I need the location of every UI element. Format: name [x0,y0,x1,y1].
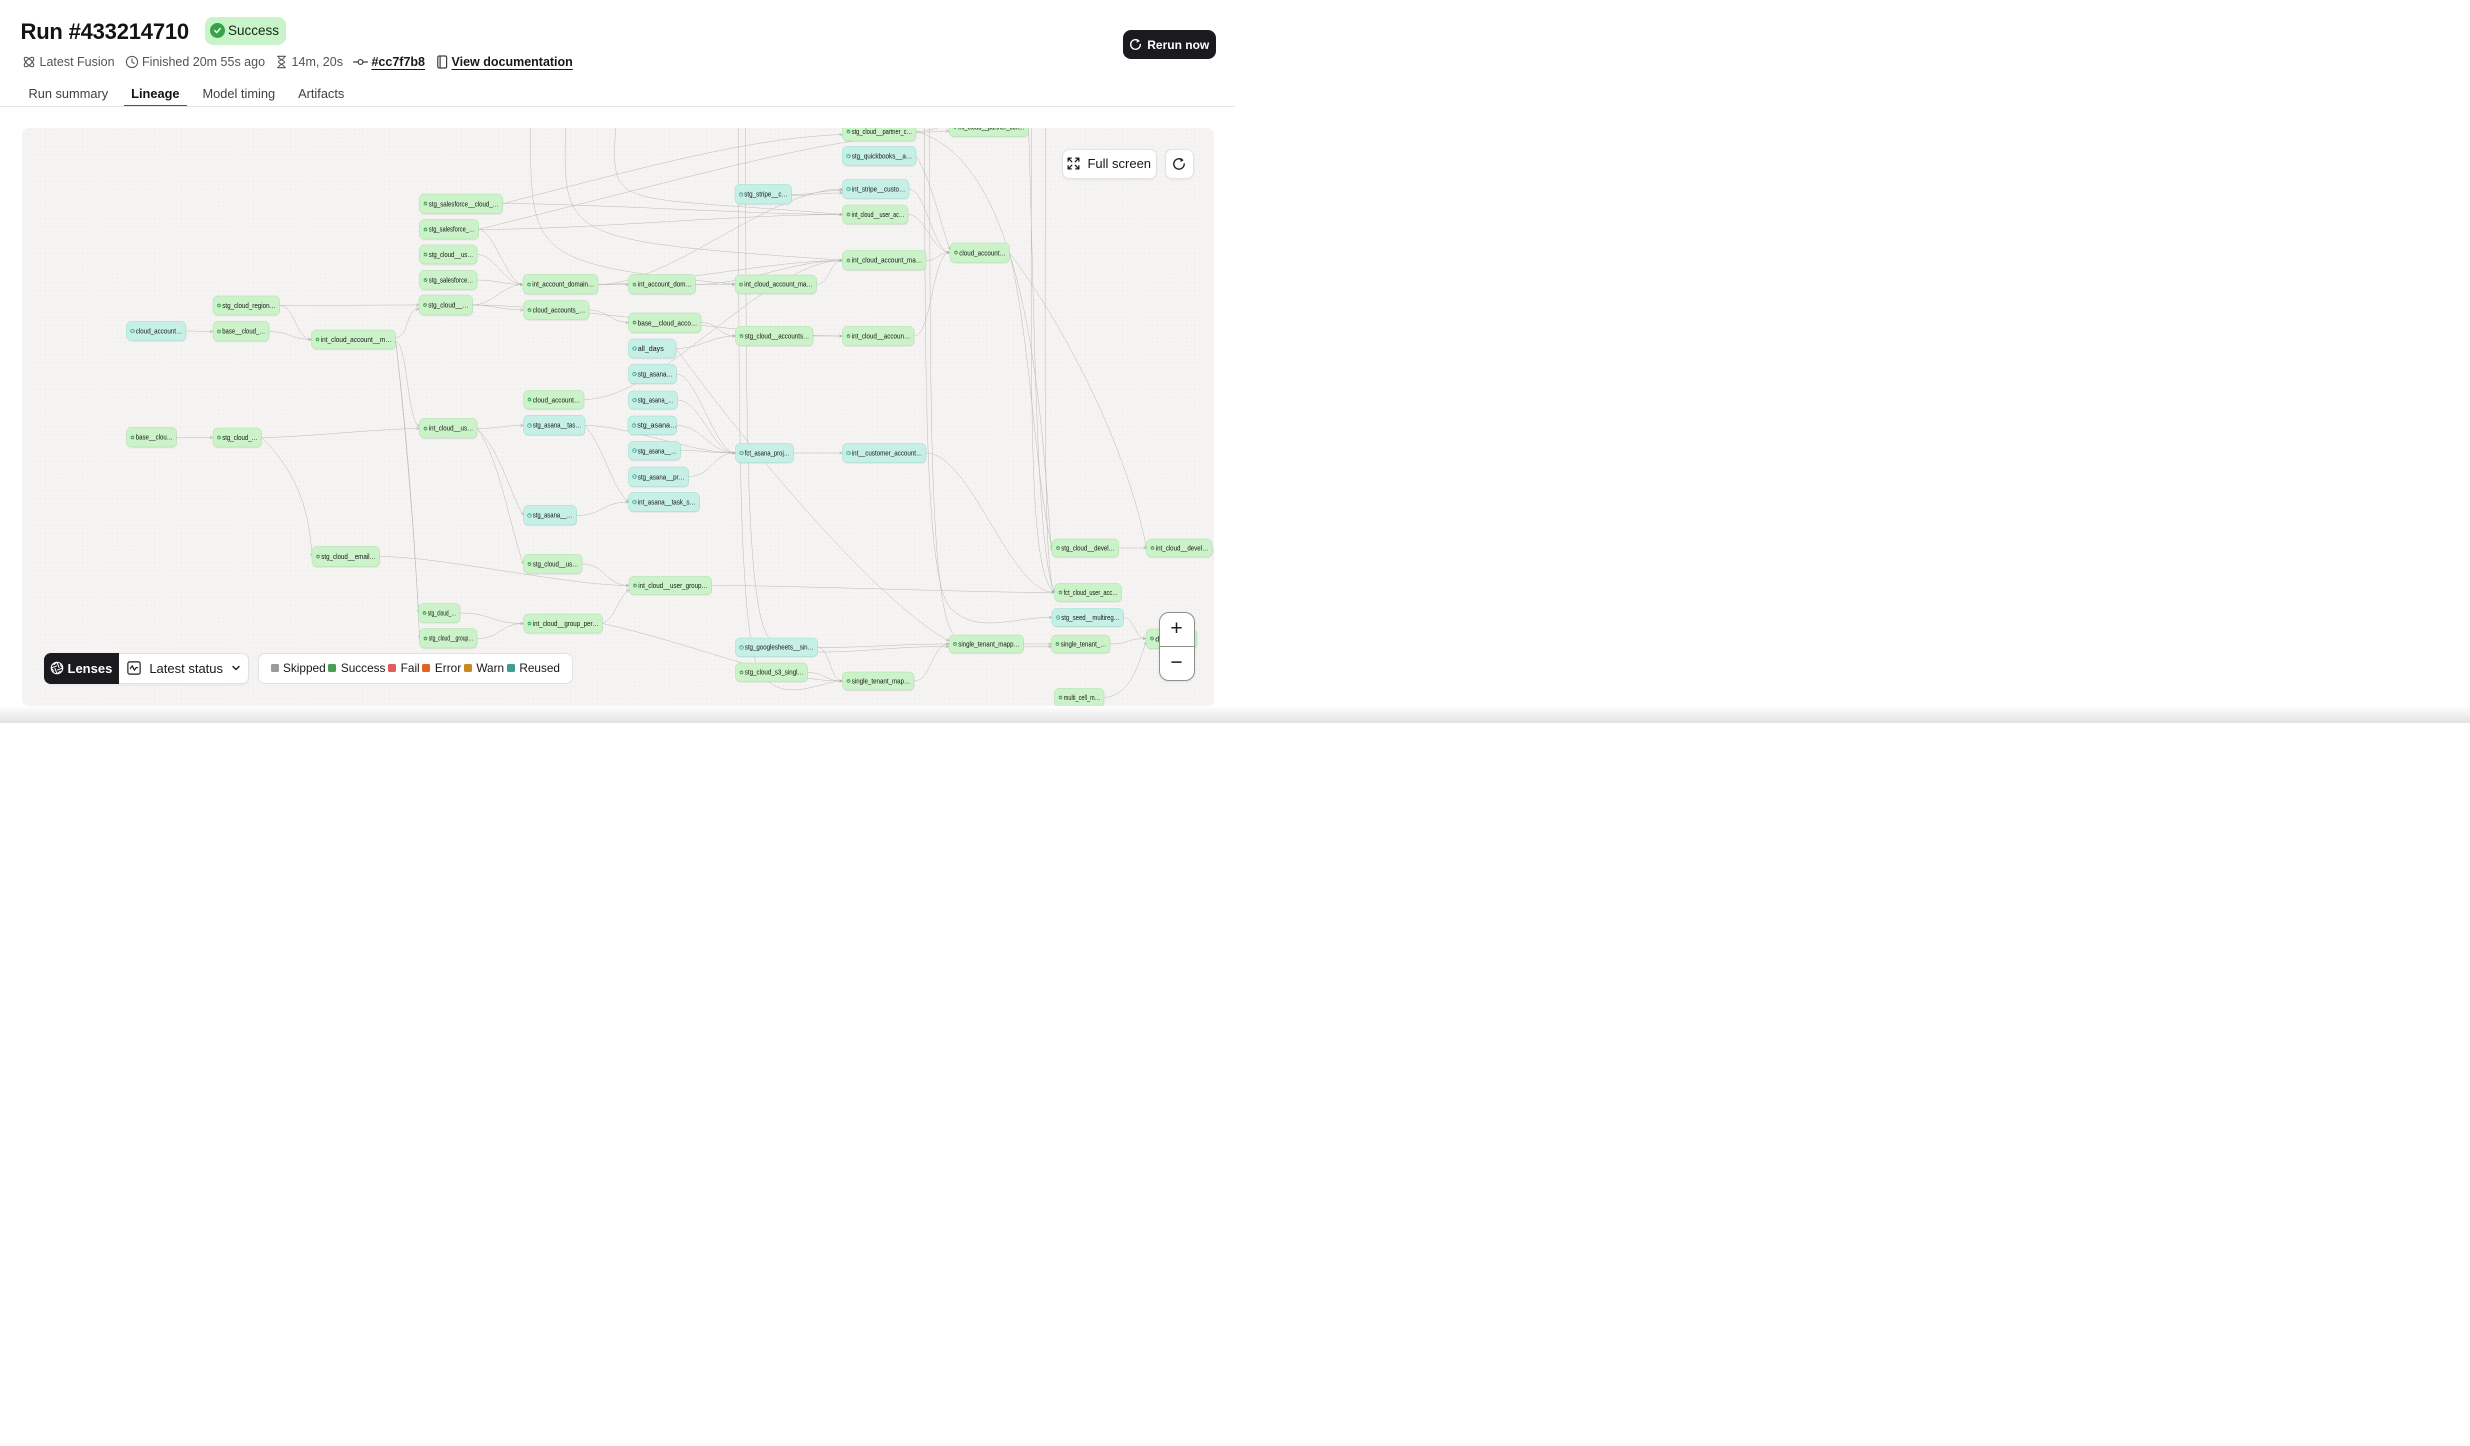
svg-text:single_tenant_mapp…: single_tenant_mapp… [958,640,1020,648]
svg-text:stg_cloud__group…: stg_cloud__group… [428,634,473,642]
svg-text:stg_asana_…: stg_asana_… [637,396,673,404]
svg-text:int_cloud_account_ma…: int_cloud_account_ma… [744,280,813,288]
svg-text:stg_salesforce__cloud_…: stg_salesforce__cloud_… [428,200,498,208]
svg-text:fct_asana_proj…: fct_asana_proj… [744,449,789,457]
svg-text:int_cloud__accoun…: int_cloud__accoun… [851,332,910,340]
svg-text:int_cloud_account_ma…: int_cloud_account_ma… [851,256,922,264]
svg-text:stg_asana…: stg_asana… [637,421,677,429]
svg-text:stg_cloud__partner_c…: stg_cloud__partner_c… [851,128,912,136]
svg-text:int_account_domain…: int_account_domain… [532,280,594,288]
svg-text:stg_cloud_…: stg_cloud_… [222,434,258,442]
svg-text:stg_cloud__email…: stg_cloud__email… [321,553,376,561]
svg-text:int_cloud__us…: int_cloud__us… [428,424,473,432]
svg-text:stg_cloud_s3_singl…: stg_cloud_s3_singl… [744,668,803,676]
svg-text:stg_asana__…: stg_asana__… [637,447,676,455]
svg-text:cloud_account…: cloud_account… [532,396,580,404]
svg-text:base__cloud_acco…: base__cloud_acco… [637,319,697,327]
svg-text:cloud_accounts_…: cloud_accounts_… [532,306,585,314]
svg-text:int_stripe__custo…: int_stripe__custo… [851,185,905,193]
svg-text:stg_asana__…: stg_asana__… [532,511,572,519]
svg-text:stg_salesforce…: stg_salesforce… [428,276,473,284]
svg-text:int_cloud__group_per…: int_cloud__group_per… [532,620,598,628]
svg-text:stg_stripe__c…: stg_stripe__c… [744,190,788,198]
svg-text:stg_salesforce_…: stg_salesforce_… [428,225,474,233]
svg-text:stg_cloud__us…: stg_cloud__us… [532,560,578,568]
svg-text:stg_cloud__accounts…: stg_cloud__accounts… [744,332,809,340]
svg-text:stg_asana__pr…: stg_asana__pr… [637,473,684,481]
svg-text:cloud_account…: cloud_account… [135,327,182,335]
svg-text:stg_cloud__us…: stg_cloud__us… [428,251,473,259]
svg-text:int__customer_account…: int__customer_account… [851,449,922,457]
svg-text:int_cloud__user_group…: int_cloud__user_group… [638,582,708,590]
svg-text:all_days: all_days [637,345,663,353]
svg-text:single_tenant_…: single_tenant_… [1060,640,1106,648]
svg-text:int_cloud_account__m…: int_cloud_account__m… [320,336,391,344]
svg-text:stg_asana__tas…: stg_asana__tas… [532,421,581,429]
svg-text:stg_googlesheets__sin…: stg_googlesheets__sin… [744,643,813,651]
svg-text:stg_cloud_…: stg_cloud_… [427,609,456,617]
svg-text:int_account_dom…: int_account_dom… [637,280,691,288]
svg-text:single_tenant_map…: single_tenant_map… [851,677,910,685]
svg-text:cloud_account…: cloud_account… [959,249,1006,257]
svg-text:int_cloud__devel…: int_cloud__devel… [1155,544,1208,552]
svg-text:stg_asana…: stg_asana… [637,370,672,378]
svg-text:multi_cell_m…: multi_cell_m… [1063,694,1100,702]
svg-text:stg_seed__multireg…: stg_seed__multireg… [1061,614,1120,622]
svg-text:stg_cloud__devel…: stg_cloud__devel… [1061,544,1115,552]
svg-text:base__cloud_…: base__cloud_… [222,327,265,335]
svg-text:stg_cloud__…: stg_cloud__… [428,301,469,309]
svg-text:int_cloud__user_ac…: int_cloud__user_ac… [851,211,904,219]
svg-text:int_asana__task_s…: int_asana__task_s… [637,498,695,506]
svg-text:int_cloud__partner_con…: int_cloud__partner_con… [958,128,1025,132]
svg-text:stg_quickbooks__a…: stg_quickbooks__a… [851,152,912,160]
svg-text:fct_cloud_user_acc…: fct_cloud_user_acc… [1063,589,1117,597]
svg-text:base__clou…: base__clou… [135,433,172,441]
svg-text:stg_cloud_region…: stg_cloud_region… [222,302,276,310]
